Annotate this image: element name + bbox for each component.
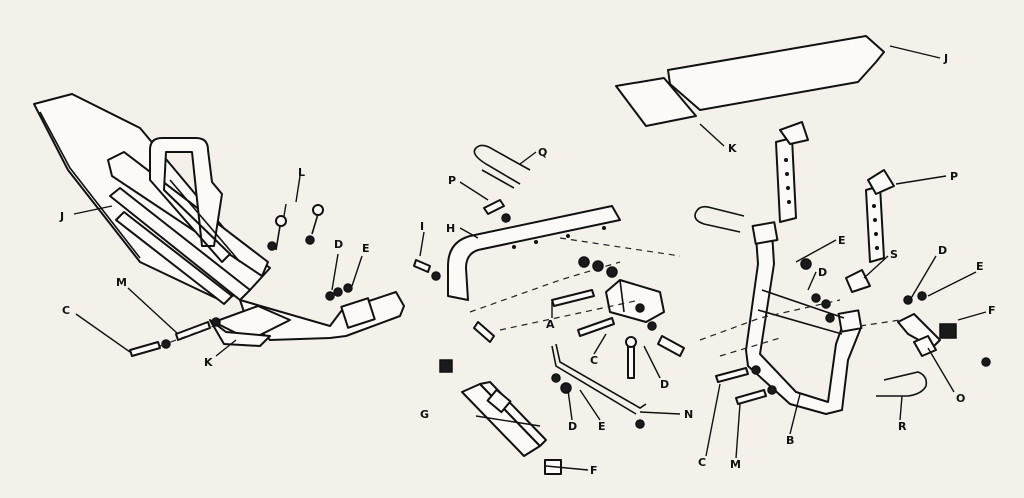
label-e-right-2: E <box>976 260 984 273</box>
adjust-post-p <box>865 185 885 263</box>
link-rod-n <box>555 343 647 409</box>
label-d-left: D <box>334 238 343 251</box>
bolt-c-center <box>577 317 615 337</box>
left-receiver-end <box>340 297 376 329</box>
label-j-right: J <box>943 52 948 65</box>
label-n: N <box>684 408 693 421</box>
frame-socket-right <box>837 309 863 333</box>
label-o: O <box>956 392 965 405</box>
label-g: G <box>420 408 429 421</box>
label-d-right-1: D <box>818 266 827 279</box>
label-c-center: C <box>590 354 598 367</box>
u-bolt-r <box>876 371 928 397</box>
left-assembly <box>33 93 405 357</box>
label-c-left: C <box>62 304 70 317</box>
label-b: B <box>786 434 794 447</box>
label-d-center-1: D <box>568 420 577 433</box>
label-q: Q <box>538 146 547 159</box>
label-d-center-2: D <box>660 378 669 391</box>
handlebar-h <box>447 205 621 301</box>
bolt-c-right <box>715 367 749 383</box>
center-assembly <box>413 144 685 475</box>
label-k-left: K <box>204 356 213 369</box>
bolt-m-left <box>175 321 211 341</box>
left-base-plate <box>209 319 271 347</box>
label-m-left: M <box>116 276 127 289</box>
bolt-a <box>551 289 595 307</box>
bolt-p <box>483 199 505 215</box>
label-k-right: K <box>728 142 737 155</box>
label-r: R <box>898 420 907 433</box>
washer-e-left <box>343 283 353 293</box>
u-clamp-right <box>694 205 745 233</box>
label-c-right: C <box>698 456 706 469</box>
adjust-post-left <box>775 137 797 223</box>
label-e-left: E <box>362 242 370 255</box>
label-l: L <box>298 166 305 179</box>
label-s: S <box>890 248 898 261</box>
label-f-right: F <box>988 304 996 317</box>
callout-labels: J K Q P E D S D E F O R B C M N D E C D … <box>59 52 996 477</box>
label-f-center: F <box>590 464 598 477</box>
label-i: I <box>420 220 424 233</box>
u-bolt-q <box>473 144 531 185</box>
end-cap-center <box>439 359 453 373</box>
bolt-c-left <box>129 341 161 357</box>
label-e-right-1: E <box>838 234 846 247</box>
label-h: H <box>446 222 455 235</box>
right-pad-k <box>615 77 697 127</box>
label-e-center: E <box>598 420 606 433</box>
bracket-s <box>845 269 871 293</box>
end-cap-f-right <box>939 323 957 339</box>
label-d-right-2: D <box>938 244 947 257</box>
left-handle-loop <box>149 137 231 263</box>
bolt-i <box>413 259 431 273</box>
bolt-m-right <box>735 389 767 405</box>
label-m-right: M <box>730 458 741 471</box>
label-p-center: P <box>448 174 456 187</box>
right-assembly <box>615 35 991 415</box>
bolt-vertical <box>627 345 635 379</box>
nut-d-left <box>325 291 335 301</box>
right-seat-board <box>667 35 885 111</box>
label-j-left: J <box>59 210 64 223</box>
frame-socket-left <box>751 221 779 245</box>
label-a: A <box>546 318 555 331</box>
label-p-right: P <box>950 170 958 183</box>
leader-lines <box>73 45 987 471</box>
bolt-l-2 <box>311 213 319 235</box>
pivot-bracket <box>605 279 665 323</box>
